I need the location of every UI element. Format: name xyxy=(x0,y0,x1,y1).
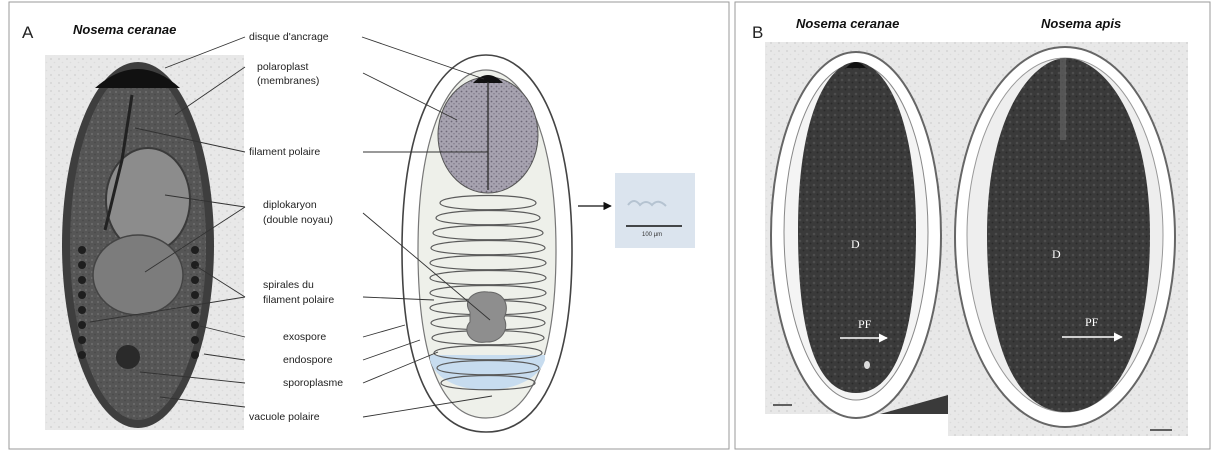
panel-b-species-left: Nosema ceranae xyxy=(796,16,899,31)
marker-d-ceranae: D xyxy=(851,237,860,251)
label-endospore: endospore xyxy=(283,354,333,366)
marker-pf-ceranae: PF xyxy=(858,317,872,331)
label-diplokaryon: diplokaryon xyxy=(263,199,317,211)
label-filament-polaire: filament polaire xyxy=(249,146,320,158)
panel-a-species-title: Nosema ceranae xyxy=(73,22,176,37)
marker-d-apis: D xyxy=(1052,247,1061,261)
label-disque-ancrage: disque d'ancrage xyxy=(249,31,329,43)
label-polaroplast: polaroplast xyxy=(257,61,308,73)
scale-bar-label: 100 µm xyxy=(642,232,662,238)
spore-schematic xyxy=(402,55,572,432)
panel-a-letter: A xyxy=(22,23,34,42)
label-double-noyau: (double noyau) xyxy=(263,214,333,226)
scale-inset: 100 µm xyxy=(615,173,695,248)
panel-b-letter: B xyxy=(752,23,763,42)
label-membranes: (membranes) xyxy=(257,75,319,87)
label-spirales-filament: filament polaire xyxy=(263,294,334,306)
micrograph-b-apis: D PF xyxy=(948,42,1188,436)
panel-b-species-right: Nosema apis xyxy=(1041,16,1121,31)
label-sporoplasme: sporoplasme xyxy=(283,377,343,389)
marker-pf-apis: PF xyxy=(1085,315,1099,329)
label-exospore: exospore xyxy=(283,331,326,343)
micrograph-a xyxy=(45,55,244,430)
label-spirales-du: spirales du xyxy=(263,279,314,291)
labels: disque d'ancrage polaroplast (membranes)… xyxy=(249,31,343,423)
micrograph-b-ceranae: D PF xyxy=(765,42,948,418)
label-vacuole-polaire: vacuole polaire xyxy=(249,411,320,423)
